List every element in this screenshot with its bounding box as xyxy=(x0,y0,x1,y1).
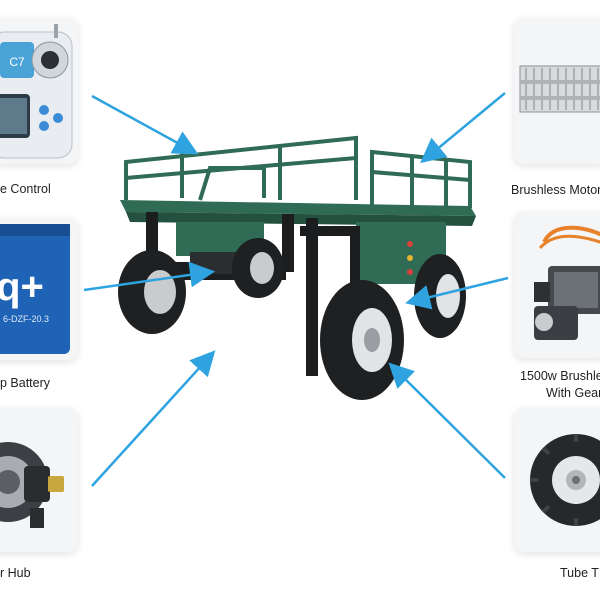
battery-label: p Battery xyxy=(0,376,51,390)
arrow-motor xyxy=(420,92,506,164)
gear-motor-label-line1: 1500w Brushle xyxy=(520,369,600,383)
hub-card xyxy=(0,408,78,552)
battery-model-text: 6-DZF-20.3 xyxy=(3,314,49,324)
remote-control-card: C7 xyxy=(0,18,78,164)
rear-right-wheel xyxy=(232,238,284,298)
remote-control-image: C7 xyxy=(0,24,73,159)
arrow-gear-motor xyxy=(405,276,509,310)
cart-deck xyxy=(120,200,476,216)
motor-label: Brushless Motor xyxy=(511,183,600,197)
motor-image xyxy=(519,65,600,113)
motor-card xyxy=(514,18,600,164)
front-left-wheel xyxy=(320,280,404,400)
arrow-remote xyxy=(91,94,199,155)
remote-screen-text: C7 xyxy=(9,55,25,69)
battery-big-text: q+ xyxy=(0,265,44,309)
hub-label: r Hub xyxy=(0,566,31,580)
battery-image: q+ 6-DZF-20.3 xyxy=(0,224,70,354)
tire-label: Tube T xyxy=(560,566,599,580)
tire-image xyxy=(530,434,600,526)
battery-card: q+ 6-DZF-20.3 xyxy=(0,218,78,360)
gear-motor-label-line2: With Gear xyxy=(546,386,600,400)
tire-card xyxy=(514,408,600,552)
gear-motor-image xyxy=(534,225,600,340)
front-leg xyxy=(306,218,318,376)
remote-control-label: e Control xyxy=(0,182,51,196)
gear-motor-card xyxy=(514,212,600,358)
arrow-tire xyxy=(388,362,506,479)
front-right-wheel xyxy=(414,254,466,338)
hub-image xyxy=(0,442,64,528)
arrow-hub xyxy=(91,350,216,487)
